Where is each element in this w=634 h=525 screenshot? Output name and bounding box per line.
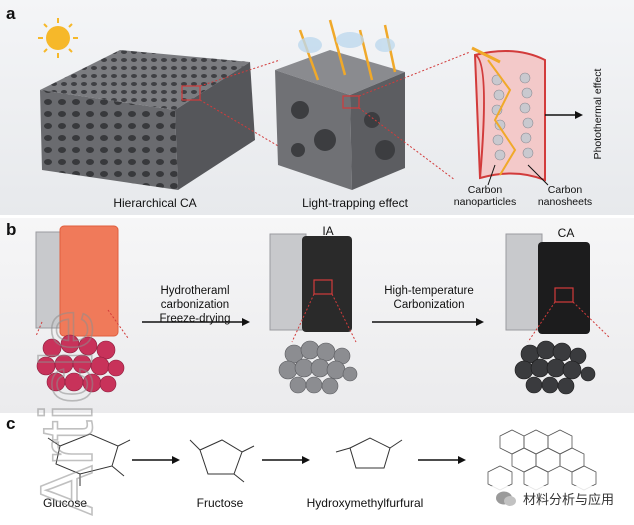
article-watermark: Article — [24, 309, 109, 516]
ruler-gel — [35, 225, 119, 337]
label-fructose: Fructose — [196, 496, 244, 510]
wechat-icon — [495, 491, 516, 506]
label-glucose: Glucose — [42, 496, 88, 510]
caption-light-trapping: Light-trapping effect — [302, 196, 408, 210]
hmf-structure — [335, 437, 403, 469]
caption-carbon-nanosheets: Carbon nanosheets — [537, 184, 593, 208]
ca-particles — [514, 340, 596, 395]
caption-photothermal-effect: Photothermal effect — [592, 68, 604, 160]
panel-c-illustration — [47, 429, 597, 491]
gel-spheres-cluster — [36, 334, 125, 393]
zoom-box-2 — [342, 95, 360, 109]
panel-c-label: c — [6, 414, 16, 433]
panel-b-illustration — [35, 225, 611, 395]
panel-a-illustration — [38, 18, 583, 190]
panel-c: c — [0, 414, 634, 525]
label-ia: IA — [322, 224, 334, 238]
label-hmf: Hydroxymethylfurfural — [306, 496, 424, 510]
article-watermark-text: Article — [25, 309, 108, 515]
ia-particles — [278, 340, 358, 395]
glucose-structure — [47, 433, 131, 486]
caption-hierarchical-ca: Hierarchical CA — [113, 196, 197, 210]
sun-icon — [38, 18, 78, 58]
panel-b-label: b — [6, 220, 17, 239]
step2-text: High-temperature Carbonization — [384, 285, 474, 311]
zoom-box-1 — [181, 85, 201, 101]
ruler-ia — [269, 233, 352, 332]
caption-carbon-nanoparticles: Carbon nanoparticles — [453, 184, 517, 208]
carbon-network-structure — [487, 429, 597, 491]
panel-b: b — [0, 218, 634, 413]
step1-text: Hydrotheraml carbonization Freeze-drying — [159, 285, 231, 325]
fructose-structure — [189, 439, 255, 483]
label-ca: CA — [557, 226, 575, 240]
wechat-watermark: 材料分析与应用 — [488, 486, 620, 511]
light-trapping-cube — [275, 19, 405, 190]
panel-a-label: a — [6, 4, 16, 23]
ruler-ca — [505, 233, 590, 334]
hierarchical-ca-block — [40, 50, 255, 190]
wechat-text: 材料分析与应用 — [522, 492, 614, 507]
carbon-nanosheet-zoom — [471, 46, 583, 186]
panel-a: a — [0, 0, 634, 215]
